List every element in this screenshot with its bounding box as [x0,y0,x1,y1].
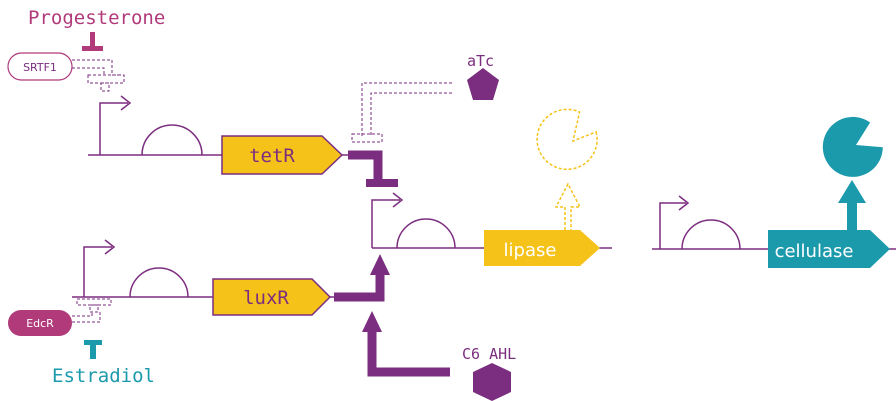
tetr-label: tetR [249,145,295,167]
c6-ahl-label: C6 AHL [462,345,516,363]
progesterone-label: Progesterone [28,7,165,29]
tetr-promoter-arrow-icon [99,95,132,155]
lipase-expression-arrow-icon [554,182,582,230]
tetr-repression-icon [348,150,398,187]
atc-label: aTc [467,52,494,70]
lipase-ribosome-binding-site-icon [396,218,456,249]
cellulase-label: cellulase [775,241,854,262]
lipase-label: lipase [504,240,557,261]
lipase-gene: lipase [484,230,600,266]
luxr-promoter-arrow-icon [83,239,116,297]
progesterone-inhibition-icon [82,32,103,51]
cellulase-gene: cellulase [768,230,890,268]
luxr-label: luxR [243,287,289,309]
cellulase-promoter-arrow-icon [659,195,690,249]
edcr-inhibition-dashed-link [72,312,101,323]
cellulase-expression-arrow-icon [838,180,866,230]
srtf1-inhibition-dashed-link [72,59,120,76]
atc-inhibition-icon [351,133,383,143]
lipase-promoter-arrow-icon [371,192,404,248]
c6-ahl-activation-arrow-icon [362,311,450,377]
c6-ahl-hexagon-molecule-icon [473,363,511,401]
tetr-ribosome-binding-site-icon [141,124,203,156]
cellulase-pacman-enzyme-icon [822,116,883,177]
estradiol-label: Estradiol [52,365,155,387]
srtf1-pill: SRTF1 [7,52,73,81]
edcr-pill: EdcR [8,310,72,336]
srtf1-inhibition-icon [87,74,125,92]
edcr-inhibition-icon [76,298,112,313]
srtf1-label: SRTF1 [23,61,57,74]
atc-inhibition-dashed-link [361,82,452,136]
cellulase-ribosome-binding-site-icon [681,219,741,250]
luxr-activation-arrow-icon [334,254,390,302]
luxr-ribosome-binding-site-icon [129,267,189,298]
lipase-pacman-enzyme-icon [536,108,598,171]
edcr-label: EdcR [26,317,54,330]
estradiol-inhibition-icon [84,340,102,359]
luxr-gene: luxR [212,278,332,316]
tetr-gene: tetR [221,135,344,175]
atc-pentagon-molecule-icon [467,68,499,100]
